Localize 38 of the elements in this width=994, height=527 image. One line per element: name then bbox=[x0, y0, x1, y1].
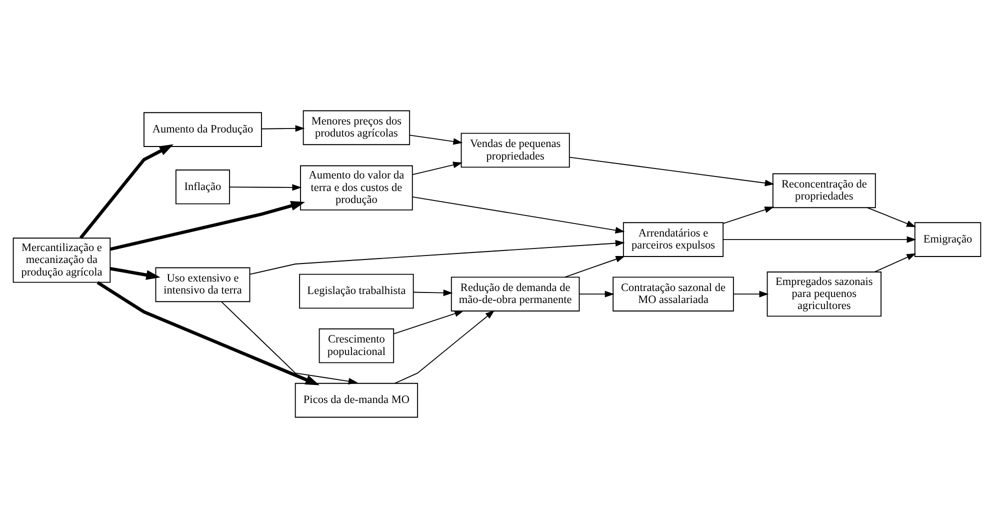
node-box: Redução de demanda de mão-de-obra permanente bbox=[450, 276, 580, 311]
node-box: Picos da de-manda MO bbox=[294, 382, 418, 418]
arrow bbox=[249, 239, 625, 274]
arrow bbox=[110, 266, 160, 280]
arrow bbox=[79, 144, 174, 238]
arrow bbox=[110, 200, 306, 250]
node-box: Legislação trabalhista bbox=[299, 273, 414, 308]
node-box: Aumento do valor da terra e dos custos de produção bbox=[300, 164, 413, 210]
arrow bbox=[413, 289, 453, 296]
node-box: Menores preços dos produtos agrícolas bbox=[302, 110, 410, 145]
arrow bbox=[412, 196, 625, 233]
arrow bbox=[874, 252, 916, 272]
node-box: Empregados sazonais para pequenos agricultores bbox=[766, 271, 882, 316]
node-box: Reconcentração de propriedades bbox=[772, 172, 876, 208]
arrow bbox=[722, 206, 774, 224]
arrow bbox=[733, 290, 769, 297]
arrow bbox=[261, 124, 305, 132]
arrow bbox=[569, 156, 774, 186]
arrow bbox=[866, 206, 916, 227]
node-box: Emigração bbox=[914, 222, 982, 256]
node-box: Arrendatários e parceiros expulsos bbox=[622, 222, 724, 256]
arrow bbox=[564, 256, 626, 278]
node-box: Contratação sazonal de MO assalariada bbox=[612, 276, 734, 311]
arrow bbox=[96, 280, 320, 385]
arrow bbox=[412, 161, 462, 175]
node-box: Inflação bbox=[175, 169, 230, 204]
node-box: Vendas de pequenas propriedades bbox=[460, 132, 570, 168]
arrow bbox=[409, 134, 463, 144]
node-box: Aumento da Produção bbox=[144, 112, 262, 146]
node-box: Mercantilização e mecanização da produção agrícola bbox=[12, 237, 111, 282]
node-box: Crescimento populacional bbox=[318, 328, 394, 363]
node-box: Uso extensivo e intensivo da terra bbox=[155, 266, 250, 302]
arrow bbox=[722, 236, 916, 242]
arrow bbox=[393, 310, 464, 334]
arrow bbox=[220, 300, 358, 384]
arrow bbox=[394, 310, 495, 384]
arrow bbox=[229, 184, 302, 190]
arrow bbox=[578, 290, 614, 297]
